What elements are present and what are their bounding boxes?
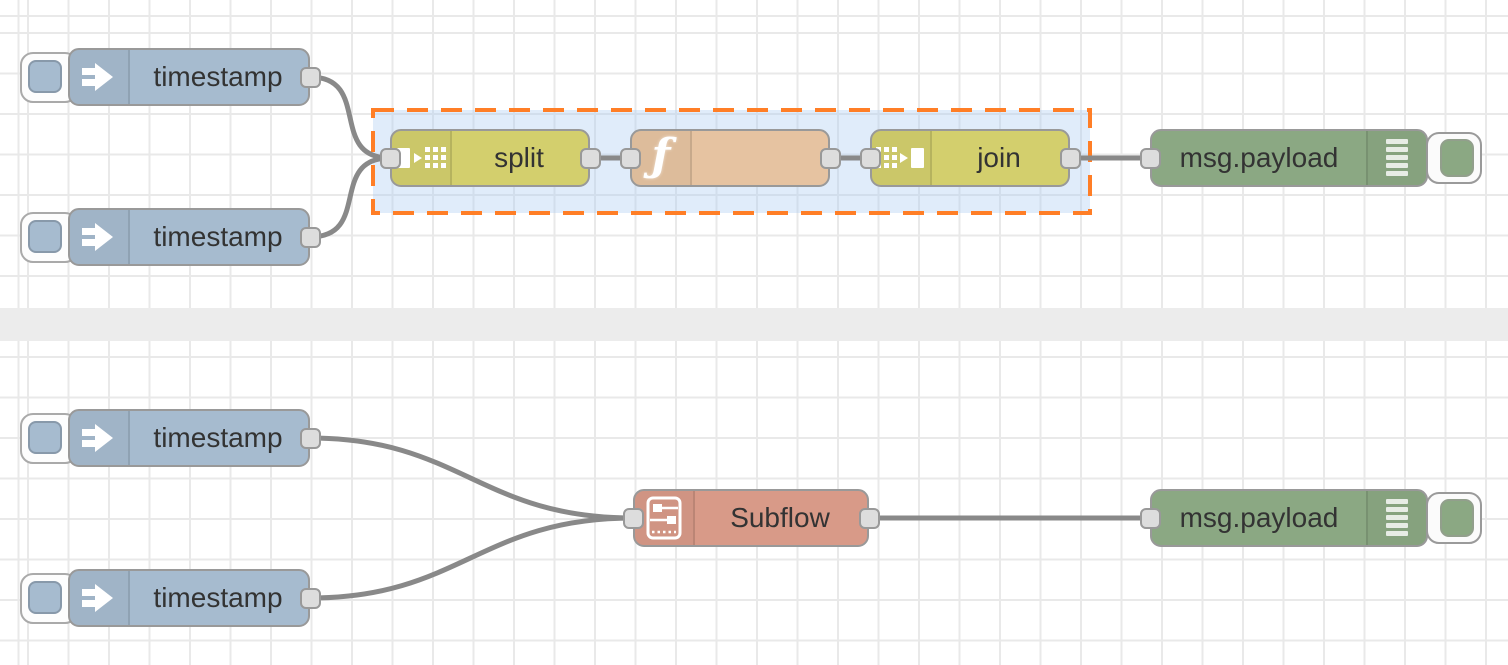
debug-toggle-inner[interactable]	[1440, 499, 1474, 537]
node-function[interactable]: ƒ	[630, 129, 830, 187]
subflow-icon	[635, 491, 695, 545]
output-port[interactable]	[300, 588, 321, 609]
wire[interactable]	[307, 435, 636, 521]
debug-list-icon	[1366, 491, 1426, 545]
node-label: timestamp	[153, 221, 283, 252]
inject-icon	[70, 571, 130, 625]
node-join[interactable]: join	[870, 129, 1070, 187]
input-port[interactable]	[860, 148, 881, 169]
inject-button-inner[interactable]	[28, 220, 62, 253]
output-port[interactable]	[300, 67, 321, 88]
output-port[interactable]	[300, 428, 321, 449]
debug-toggle-button[interactable]	[1426, 492, 1482, 544]
inject-icon	[70, 210, 130, 264]
node-debug-top[interactable]: msg.payload	[1150, 129, 1428, 187]
debug-list-icon	[1366, 131, 1426, 185]
split-icon	[392, 131, 452, 185]
node-label: msg.payload	[1179, 502, 1339, 533]
wire[interactable]	[307, 74, 393, 161]
debug-toggle-inner[interactable]	[1440, 139, 1474, 177]
output-port[interactable]	[859, 508, 880, 529]
inject-button-inner[interactable]	[28, 421, 62, 454]
section-divider	[0, 308, 1508, 341]
node-inject-bottom-2[interactable]: timestamp	[68, 569, 310, 627]
function-icon: ƒ	[632, 131, 692, 185]
node-label: timestamp	[153, 422, 283, 453]
input-port[interactable]	[1140, 148, 1161, 169]
node-inject-bottom-1[interactable]: timestamp	[68, 409, 310, 467]
node-label	[690, 131, 828, 185]
node-label: msg.payload	[1179, 142, 1339, 173]
node-label: timestamp	[153, 582, 283, 613]
wire[interactable]	[307, 155, 393, 240]
node-label: Subflow	[730, 502, 830, 533]
join-icon	[872, 131, 932, 185]
output-port[interactable]	[820, 148, 841, 169]
input-port[interactable]	[1140, 508, 1161, 529]
inject-button-inner[interactable]	[28, 60, 62, 93]
inject-icon	[70, 411, 130, 465]
wire[interactable]	[307, 515, 636, 601]
node-label: split	[494, 142, 544, 173]
inject-button-inner[interactable]	[28, 581, 62, 614]
node-inject-top-1[interactable]: timestamp	[68, 48, 310, 106]
debug-toggle-button[interactable]	[1426, 132, 1482, 184]
node-inject-top-2[interactable]: timestamp	[68, 208, 310, 266]
node-debug-bottom[interactable]: msg.payload	[1150, 489, 1428, 547]
output-port[interactable]	[300, 227, 321, 248]
node-label: timestamp	[153, 61, 283, 92]
inject-icon	[70, 50, 130, 104]
input-port[interactable]	[623, 508, 644, 529]
node-split[interactable]: split	[390, 129, 590, 187]
node-label: join	[977, 142, 1021, 173]
input-port[interactable]	[620, 148, 641, 169]
input-port[interactable]	[380, 148, 401, 169]
output-port[interactable]	[580, 148, 601, 169]
node-subflow[interactable]: Subflow	[633, 489, 869, 547]
output-port[interactable]	[1060, 148, 1081, 169]
